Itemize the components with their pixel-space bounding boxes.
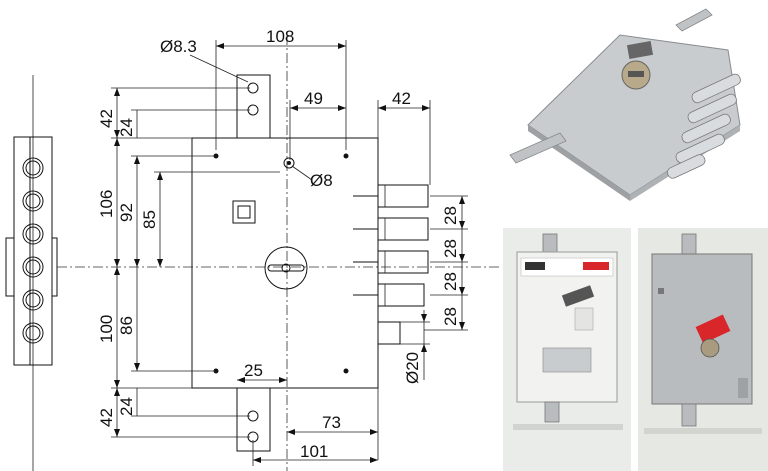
dim-upper-height-mid: 92 [117,203,136,222]
dim-bolt-depth: 42 [392,89,411,108]
dim-hole-top: Ø8.3 [160,37,197,56]
side-bolt [22,322,44,344]
dim-upper-height-outer: 106 [97,190,116,218]
dim-lower-height-outer: 100 [97,315,116,343]
dim-top-tab-inner: 24 [117,118,136,137]
dim-upper-height-inner: 85 [140,210,159,229]
lock-product-photo [500,5,768,205]
dim-top-offset: 49 [304,89,323,108]
dim-bottom-offset-outer: 101 [300,442,328,461]
dim-hole-small: Ø8 [310,171,333,190]
bolt-1 [353,184,429,208]
bolt-2 [353,217,429,241]
side-bolt [22,190,44,212]
dim-bottom-tab-inner: 24 [117,397,136,416]
dim-bolt-diameter: Ø20 [403,352,422,384]
dim-top-width: 108 [266,27,294,46]
side-bolt [22,223,44,245]
side-bolt [22,289,44,311]
side-view [5,75,58,471]
arrow-heads [114,43,465,463]
dim-lower-height-inner: 86 [117,316,136,335]
bolt-3 [353,250,429,274]
dim-bolt-spacing-1: 28 [441,206,460,225]
side-bolt [22,256,44,278]
dim-tab-width-bottom: 25 [244,361,263,380]
bolt-4 [353,283,425,307]
side-bolt [22,157,44,179]
packaged-lock-front [503,228,631,471]
packaged-lock-back [638,228,768,471]
dim-bottom-tab-height: 42 [97,408,116,427]
dim-bolt-spacing-2: 28 [441,239,460,258]
dim-top-tab-height: 42 [97,109,116,128]
dim-bottom-offset-inner: 73 [322,413,341,432]
dim-bolt-spacing-3: 28 [441,272,460,291]
dimension-lines [111,40,468,466]
latch-bolt [377,321,401,345]
dim-bolt-spacing-4: 28 [441,307,460,326]
lock-body [191,74,429,452]
